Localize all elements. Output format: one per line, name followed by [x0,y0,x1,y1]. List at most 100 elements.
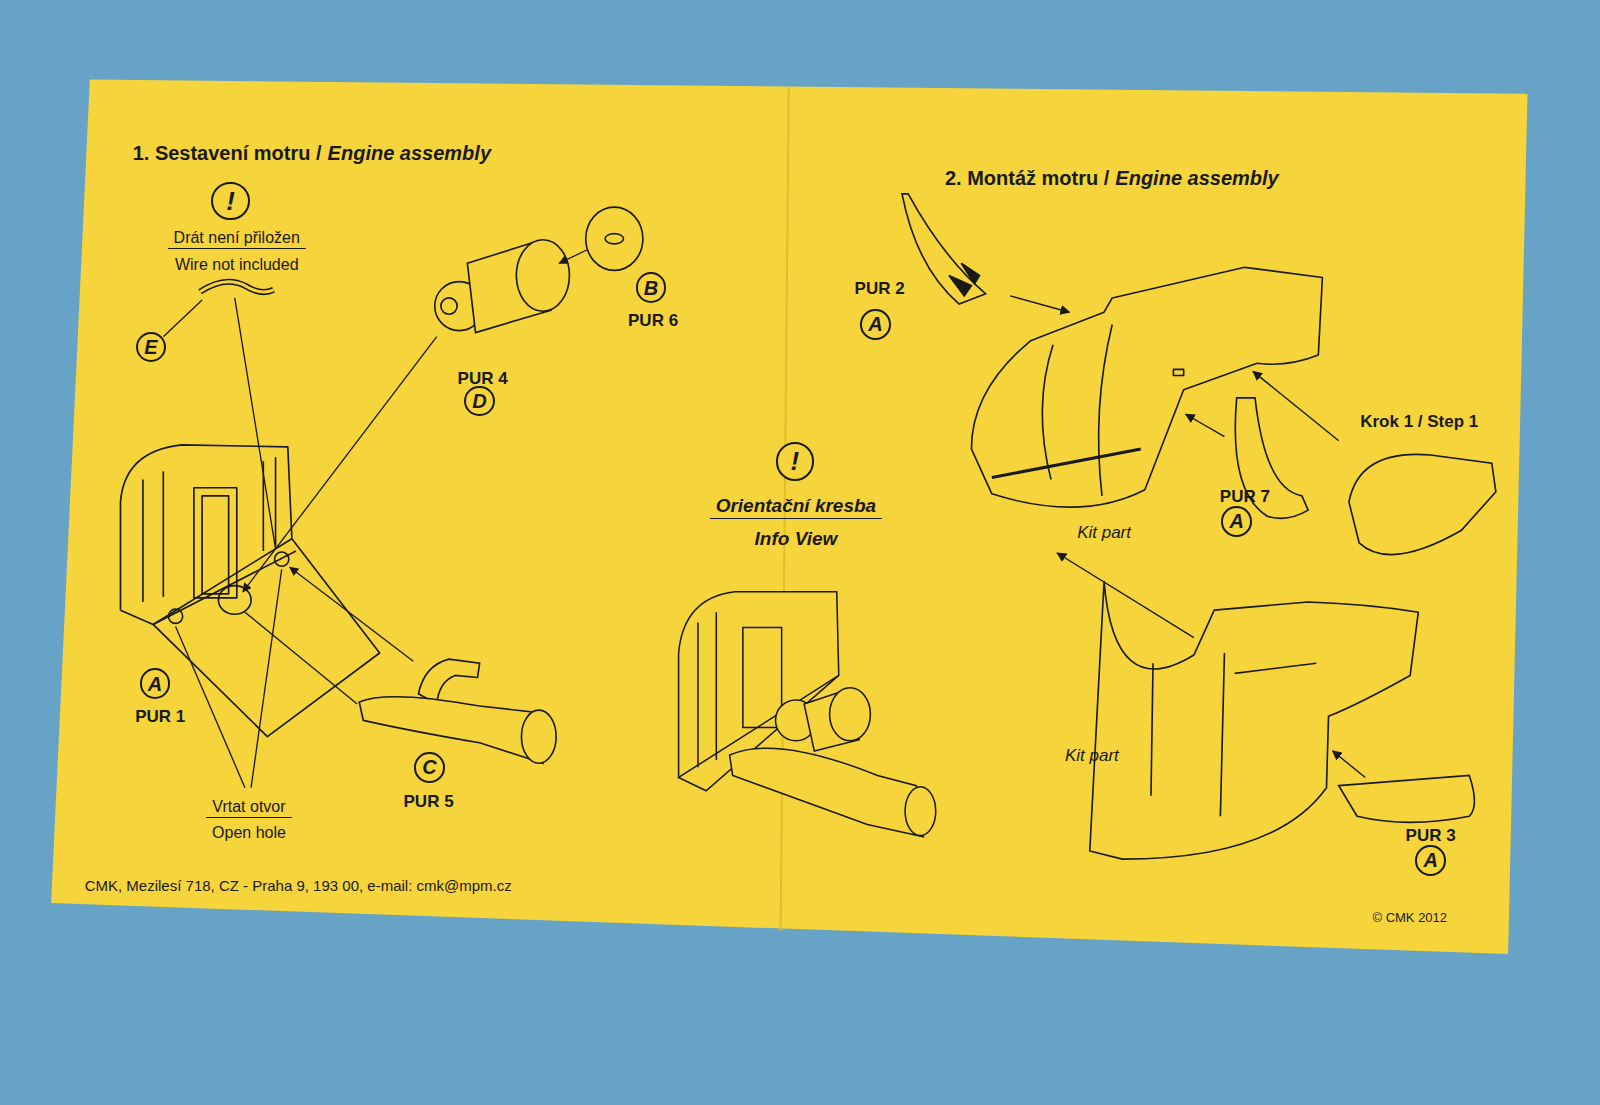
assembly-arrow [1010,296,1365,778]
paper-sheet [51,80,1527,954]
fuselage-part [1173,369,1183,375]
note-text: Krok 1 / Step 1 [1360,412,1478,432]
letter-circle: E [136,332,167,363]
small-parts [902,194,1496,823]
engine-bay-part [153,539,380,737]
assembly-arrow [1010,296,1069,312]
part-letter: B [644,278,658,298]
part-letter: D [472,391,486,411]
engine-bay-part [163,471,165,596]
fuselage-part [971,267,1418,859]
note-text: Wire not included [175,256,299,274]
small-parts [949,263,980,296]
engine-bay-part [153,551,296,624]
letter-circle: D [464,386,495,417]
part-number: PUR 2 [855,279,905,299]
fuselage-part [1042,324,1112,495]
part-number: PUR 6 [628,311,678,331]
part-letter: E [144,337,157,357]
letter-circle: A [860,309,891,340]
info-view-figure [830,688,871,741]
engine-bay-part [120,539,291,625]
part-letter: A [1423,850,1437,870]
leader-line [243,337,437,592]
fuselage-part [1151,653,1316,816]
letter-circle: C [414,752,445,783]
letter-circle: B [636,272,667,303]
step-heading: 1. Sestavení motru / [133,142,322,165]
info-view-figure [743,627,782,727]
step-heading: Engine assembly [1115,167,1278,190]
info-view-figure [679,592,936,837]
part-letter: A [868,314,882,334]
small-parts [1349,454,1496,554]
step-heading: Engine assembly [328,142,491,165]
engine-part [441,298,457,314]
info-view-figure [716,612,718,760]
letter-circle: A [1221,506,1252,537]
engine-bay-part [202,496,229,594]
info-view-figure [905,787,936,836]
part-number: PUR 1 [135,707,185,727]
leader-line [163,250,586,788]
part-number: PUR 5 [404,792,454,812]
assembly-arrow [1333,751,1366,778]
letter-circle: A [1415,845,1446,876]
note-text: Info View [755,528,838,550]
note-text: Kit part [1065,746,1119,766]
leader-line [245,612,357,704]
part-number: PUR 3 [1406,826,1456,846]
small-parts [902,194,986,304]
part-number: PUR 7 [1220,487,1270,507]
assembly-arrow [1186,414,1225,436]
assembly-arrow [1057,553,1194,638]
part-letter: C [422,757,436,777]
wire-part [200,282,273,292]
info-view-figure [697,622,699,767]
engine-bay-part [194,488,237,598]
info-view-figure [730,748,924,836]
small-parts [1339,775,1475,822]
leader-line [176,626,245,787]
fuselage-part [992,449,1141,478]
exhaust-part [418,659,479,704]
note-text: Open hole [212,824,286,842]
note-text: Kit part [1077,523,1131,543]
exhaust-part [359,697,543,763]
note-text: Vrtat otvor [206,798,291,818]
leader-line [559,250,587,263]
leader-line [163,300,202,337]
part-number: PUR 4 [458,369,508,389]
engine-part [605,234,623,244]
warning-mark: ! [226,188,235,214]
engine-bay-part [142,480,144,602]
leader-line [235,298,276,549]
note-text: CMK, Mezilesí 718, CZ - Praha 9, 193 00,… [85,877,512,894]
letter-circle: A [140,668,171,699]
wire-part [200,282,273,292]
warning-circle: ! [211,182,250,221]
paper-sheet [51,80,1527,954]
leader-line [290,567,413,661]
exhaust-part [521,710,556,763]
step-heading: 2. Montáž motru / [945,167,1109,190]
wire-part [200,282,273,292]
warning-circle: ! [776,442,815,481]
engine-part [516,240,569,311]
engine-bay-part [120,445,379,737]
engine-part [435,207,643,332]
note-text: © CMK 2012 [1372,911,1447,926]
assembly-arrow [1253,371,1339,440]
engine-bay-part [120,445,291,610]
part-letter: A [1230,511,1244,531]
note-text: Orientační kresba [710,495,883,519]
exhaust-part [359,659,556,763]
engine-bay-part [275,457,277,546]
note-text: Drát není přiložen [168,229,306,249]
warning-mark: ! [791,448,800,474]
engine-part [586,207,643,270]
engine-bay-part [218,586,251,615]
part-letter: A [148,674,162,694]
